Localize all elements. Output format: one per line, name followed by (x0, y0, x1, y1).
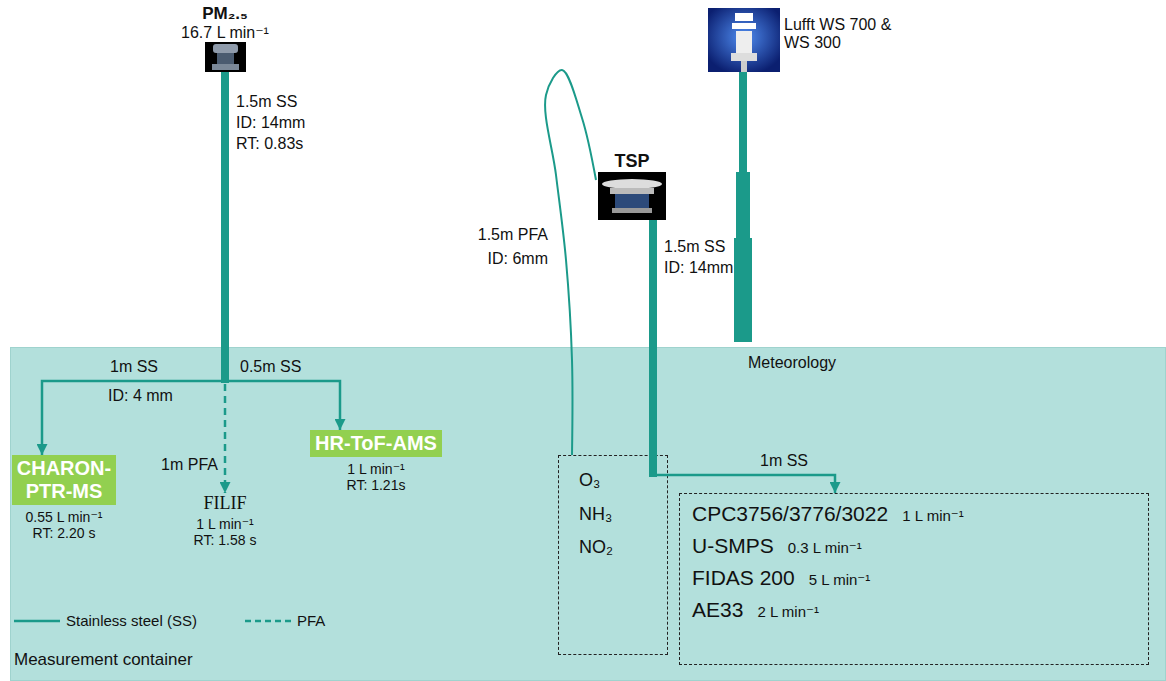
flow-rate: 0.3 L min⁻¹ (788, 539, 862, 556)
legend-sample (245, 615, 291, 627)
legend-text: PFA (297, 612, 325, 629)
node-title: CHARON-PTR-MS (16, 457, 112, 503)
instrument-row: CPC3756/3776/3022 1 L min⁻¹ (692, 502, 1136, 526)
tubing-spec: Meteorology (748, 354, 836, 372)
instrument-row: U-SMPS 0.3 L min⁻¹ (692, 534, 1136, 558)
weather-station-icon (741, 61, 747, 72)
instrument-box: CHARON-PTR-MS (12, 455, 116, 505)
inlet-icon (612, 208, 652, 213)
weather-station-icon (736, 31, 752, 53)
node-detail: 1 L min⁻¹ (180, 516, 270, 532)
mast (739, 72, 747, 172)
node-detail: 16.7 L min⁻¹ (165, 24, 285, 42)
inlet-icon (212, 64, 239, 70)
instrument-node: CHARON-PTR-MS 0.55 L min⁻¹RT: 2.20 s (12, 455, 116, 541)
legend-line (14, 619, 60, 622)
node-detail: NO₂ (579, 537, 667, 558)
inlet-icon (205, 42, 246, 72)
weather-station-icon (708, 8, 780, 72)
tubing-label: 1m SS (760, 452, 808, 470)
instrument-name: AE33 (692, 598, 743, 622)
node-detail: 0.55 L min⁻¹ (12, 509, 116, 525)
instrument-row: FIDAS 200 5 L min⁻¹ (692, 566, 1136, 590)
tubing-label: 0.5m SS (240, 358, 301, 376)
legend-text: Stainless steel (SS) (66, 612, 197, 629)
node-title: Lufft WS 700 & WS 300 (784, 16, 902, 53)
inlet-icon (610, 188, 654, 194)
inlet-icon (602, 179, 662, 189)
flow-rate: 2 L min⁻¹ (757, 603, 819, 620)
node-detail: RT: 2.20 s (12, 525, 116, 541)
legend-item: PFA (245, 612, 325, 629)
tubing-spec: ID: 14mm (236, 114, 305, 132)
instrument-row: AE33 2 L min⁻¹ (692, 598, 1136, 622)
instrument-box: HR-ToF-AMS (310, 430, 442, 457)
particle-instrument-box: CPC3756/3776/3022 1 L min⁻¹ U-SMPS 0.3 L mi… (679, 493, 1149, 665)
inlet-icon (615, 194, 649, 208)
legend-item: Stainless steel (SS) (14, 612, 197, 629)
mast (736, 172, 750, 238)
tubing-spec: 1.5m SS (664, 238, 725, 256)
tubing-spec: ID: 4 mm (108, 387, 173, 405)
instrument-node: HR-ToF-AMS 1 L min⁻¹RT: 1.21s (310, 430, 442, 493)
tubing-spec: ID: 14mm (664, 259, 733, 277)
inlet-pipe (649, 220, 657, 477)
weather-station-icon (732, 23, 756, 29)
container-band: Measurement container CHARON-PTR-MS 0.55 L… (10, 347, 1166, 681)
node-title: PM₂.₅ (165, 4, 285, 24)
inlet-icon (213, 44, 238, 53)
tubing-label: 1m SS (110, 358, 158, 376)
tubing-spec: ID: 6mm (488, 250, 548, 268)
tubing-label: 1m PFA (161, 456, 218, 474)
instrument-name: CPC3756/3776/3022 (692, 502, 888, 526)
legend-line (245, 619, 291, 622)
tubing-spec: 1.5m SS (236, 93, 297, 111)
mast (734, 238, 752, 342)
node-title: HR-ToF-AMS (314, 432, 438, 455)
instrument-name: FIDAS 200 (692, 566, 795, 590)
node-detail: 1 L min⁻¹ (310, 461, 442, 477)
tubing-spec: RT: 0.83s (236, 135, 303, 153)
gas-analyser-box: O₃ NH₃ NO₂ (558, 455, 668, 655)
flow-rate: 5 L min⁻¹ (809, 571, 871, 588)
node-detail: RT: 1.21s (310, 477, 442, 493)
inlet-icon (217, 53, 234, 64)
node-detail: RT: 1.58 s (180, 532, 270, 548)
instrument-node: FILIF 1 L min⁻¹RT: 1.58 s (180, 493, 270, 548)
weather-station-icon (735, 13, 753, 21)
tubing-label: 1.5m PFA (478, 226, 548, 244)
node-title: TSP (596, 150, 668, 172)
weather-station-icon (731, 53, 757, 61)
inlet-pipe (221, 72, 229, 383)
node-title: Measurement container (14, 650, 193, 670)
instrument-name: U-SMPS (692, 534, 774, 558)
legend-sample (14, 615, 60, 627)
inlet-icon (598, 172, 666, 220)
node-title: FILIF (180, 493, 270, 514)
node-detail: NH₃ (579, 504, 667, 525)
flow-rate: 1 L min⁻¹ (902, 507, 964, 524)
node-title: O₃ (579, 470, 667, 491)
